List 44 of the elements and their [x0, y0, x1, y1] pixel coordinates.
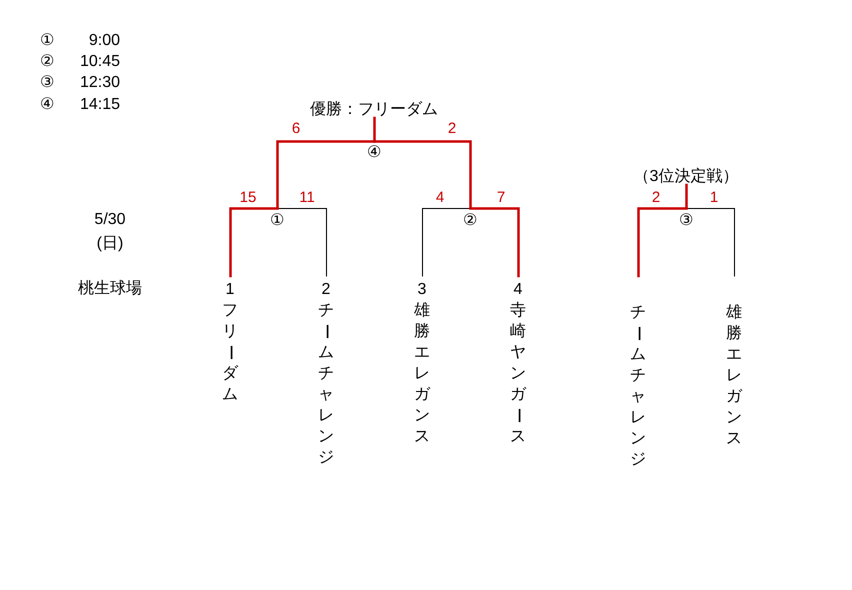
- bracket-line: [276, 140, 376, 210]
- match-number: ③: [40, 75, 54, 91]
- team-name: チームチャレンジ: [629, 303, 647, 470]
- match-number: ①: [270, 213, 284, 229]
- match-title: （3位決定戦）: [634, 169, 738, 185]
- score-label: 11: [299, 190, 315, 205]
- bracket-line: [373, 140, 472, 210]
- team-number: 3: [418, 282, 426, 298]
- bracket-line: [277, 208, 327, 276]
- venue-label: 桃生球場: [78, 281, 142, 297]
- team-name: チームチャレンジ: [317, 301, 335, 468]
- team-number: 4: [514, 282, 522, 298]
- bracket-line: [637, 207, 688, 278]
- date-label: 5/30 (日): [94, 210, 126, 254]
- bracket-line: [229, 207, 279, 278]
- team-name: 寺崎ヤンガース: [509, 300, 527, 447]
- team-number: 1: [226, 282, 234, 298]
- bracket-line: [685, 184, 688, 210]
- start-time: 9:00: [88, 33, 120, 49]
- team-number: 2: [322, 282, 330, 298]
- score-label: 6: [292, 121, 300, 136]
- start-time: 12:30: [80, 75, 120, 91]
- team-name: 雄勝エレガンス: [413, 301, 431, 447]
- start-time: 10:45: [80, 54, 120, 70]
- bracket-line: [373, 116, 376, 142]
- score-label: 15: [240, 190, 256, 205]
- match-number: ①: [40, 33, 54, 49]
- match-number: ②: [40, 54, 54, 70]
- score-label: 1: [710, 190, 718, 205]
- match-number: ③: [679, 213, 693, 229]
- score-label: 2: [448, 121, 456, 136]
- match-number: ④: [367, 145, 381, 161]
- team-name: 雄勝エレガンス: [725, 303, 743, 449]
- match-number: ②: [463, 213, 477, 229]
- bracket-line: [469, 207, 520, 278]
- score-label: 7: [496, 190, 506, 205]
- bracket-line: [686, 208, 735, 276]
- bracket-line: [422, 208, 471, 276]
- match-number: ④: [40, 97, 54, 113]
- start-time: 14:15: [80, 97, 120, 113]
- champion-label: 優勝：フリーダム: [310, 102, 438, 118]
- score-label: 2: [652, 190, 660, 205]
- team-name: フリーダム: [221, 301, 239, 405]
- score-label: 4: [436, 190, 444, 205]
